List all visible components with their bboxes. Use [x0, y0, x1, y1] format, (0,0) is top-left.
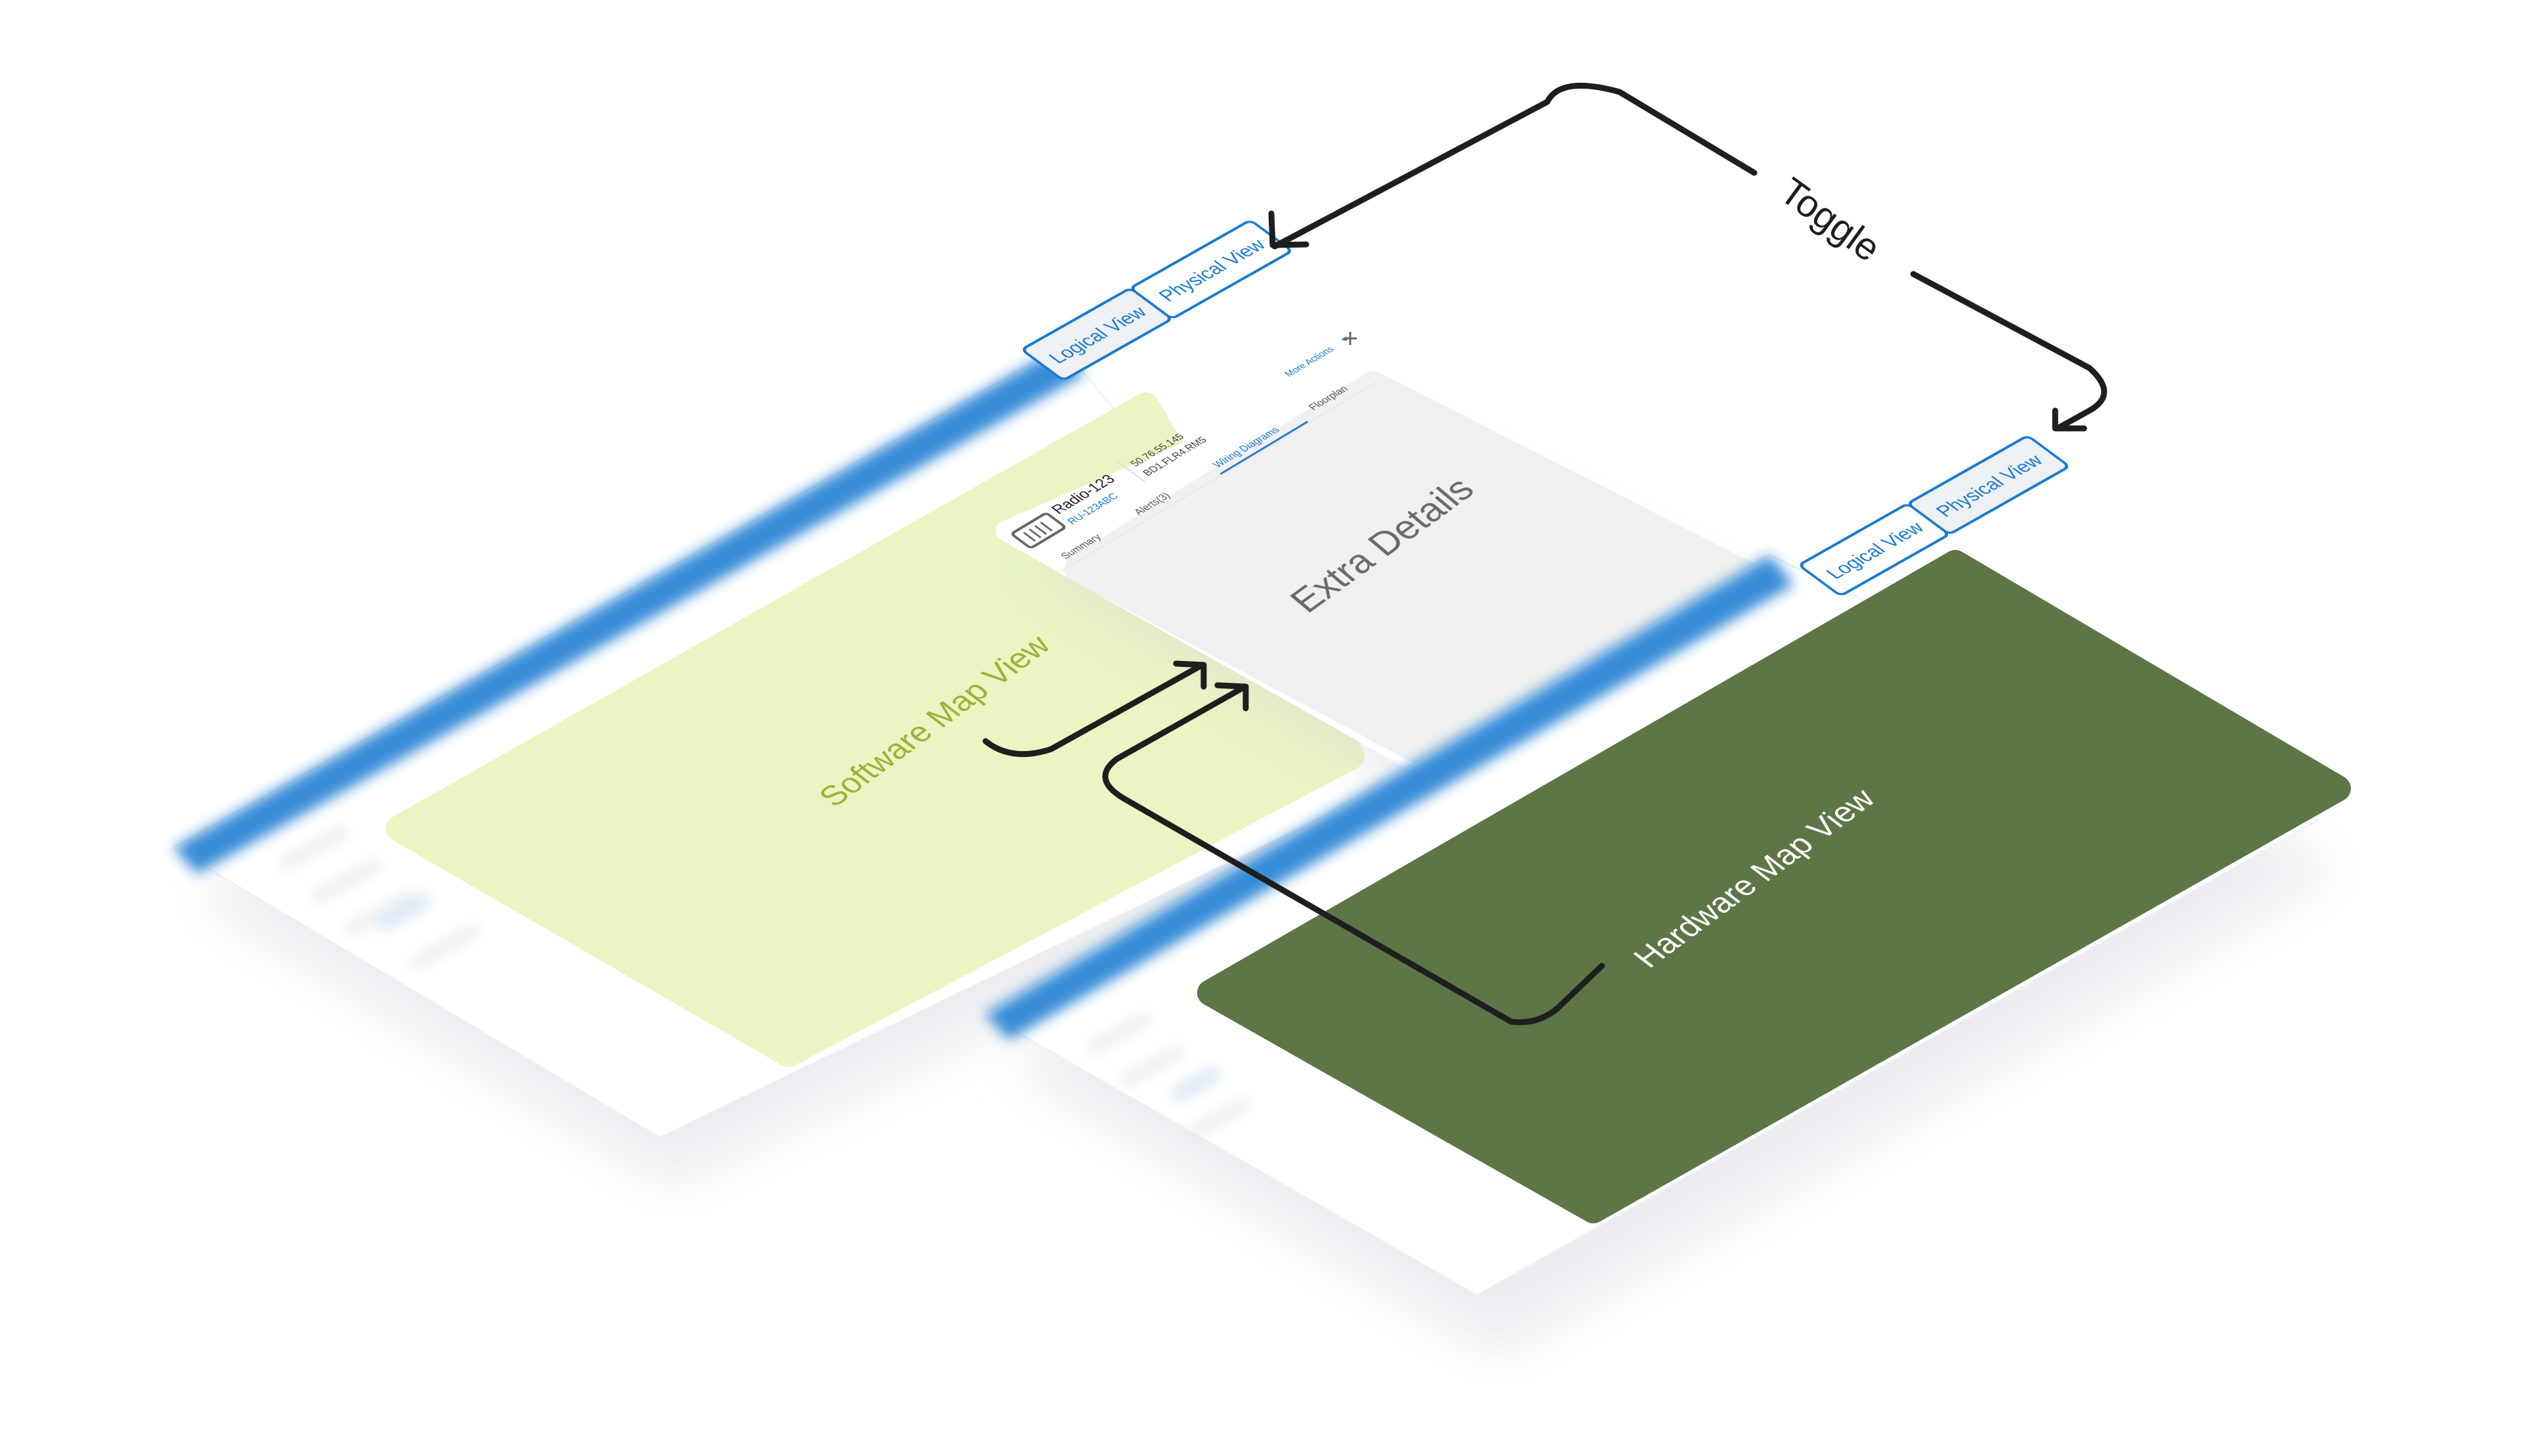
software-to-details-arrow	[982, 662, 1206, 758]
close-icon[interactable]	[1344, 332, 1357, 345]
arrow-head-hardware-details	[1214, 682, 1249, 712]
hardware-screen: Hardware Map View Logical View Physical …	[984, 436, 2351, 1354]
hardware-sidebar-blur	[1086, 1012, 1251, 1141]
active-tab-underline	[1219, 421, 1309, 475]
hardware-map-area[interactable]	[1197, 550, 2351, 1223]
connector-arrows	[982, 82, 2107, 1026]
software-header-bar	[173, 346, 1084, 874]
hardware-toggle-physical[interactable]	[1907, 436, 2069, 534]
software-screen: Software Map View Logical View Physical …	[173, 221, 1432, 1183]
more-actions[interactable]: More Actions	[1283, 335, 1353, 379]
toggle-arrow-to-software	[1271, 82, 1758, 250]
hardware-to-details-arrow	[1102, 683, 1605, 1026]
arrow-head-hardware-toggle	[2052, 407, 2087, 432]
arrow-head-software-details	[1173, 660, 1207, 690]
software-view-toggle: Logical View Physical View	[1022, 221, 1291, 380]
software-sidebar-blur	[278, 825, 482, 970]
radio-device-icon	[1011, 512, 1066, 549]
toggle-arrow-to-hardware	[1910, 271, 2107, 430]
arrow-head-software-toggle	[1268, 210, 1309, 248]
hardware-header-bar	[985, 555, 1794, 1040]
toggle-label: Toggle	[1772, 170, 1888, 270]
more-actions-label[interactable]: More Actions	[1283, 345, 1337, 379]
